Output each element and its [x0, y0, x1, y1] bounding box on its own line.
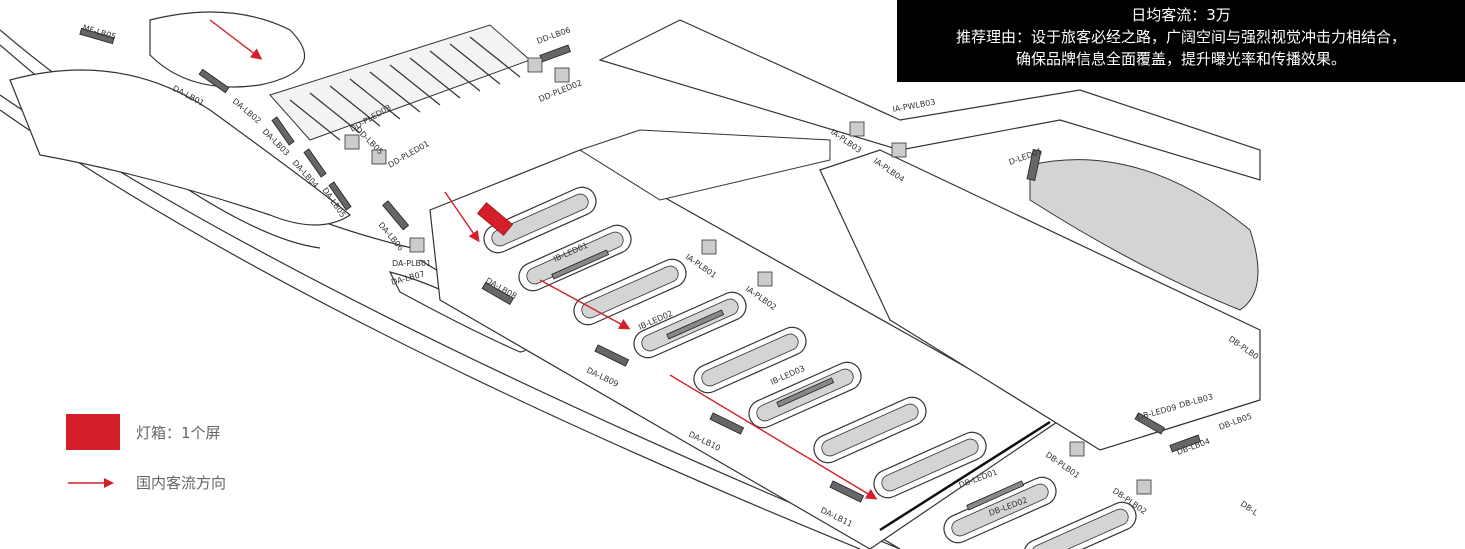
- gray-lens: [1029, 159, 1259, 311]
- label-dd-lb06: DD-LB06: [536, 25, 572, 46]
- led-bars: [551, 249, 1025, 511]
- right-block: [819, 149, 1261, 451]
- seating-area: [269, 24, 531, 141]
- label-db-lb05: DB-LB05: [1218, 412, 1254, 432]
- legend-flow: 国内客流方向: [66, 472, 226, 493]
- rack-rows: [483, 186, 1137, 549]
- legend-lightbox-swatch: [66, 414, 120, 450]
- upper-island: [149, 11, 306, 88]
- highlighted-lightbox: [476, 202, 514, 236]
- legend-arrow-icon: [68, 477, 114, 488]
- upper-right-corridor: [598, 19, 1261, 181]
- reason-text-line1: 推荐理由：设于旅客必经之路，广阔空间与强烈视觉冲击力相结合，: [955, 28, 1406, 46]
- label-db-cut: DB-L: [1239, 499, 1260, 518]
- flow-arrows: [209, 19, 878, 500]
- daily-flow-text: 日均客流：3万: [1131, 6, 1231, 24]
- label-dd-pled01: DD-PLED01: [387, 139, 431, 170]
- label-ia-pwlb03: IA-PWLB03: [892, 98, 936, 114]
- label-da-lb02: DA-LB02: [231, 97, 263, 126]
- legend-flow-label: 国内客流方向: [136, 474, 227, 492]
- legend-lightbox-label: 灯箱：1个屏: [136, 423, 221, 442]
- label-da-plb01: DA-PLB01: [392, 259, 431, 268]
- lightbox-markers: [79, 27, 1201, 503]
- legend-lightbox: 灯箱：1个屏: [66, 414, 221, 450]
- zone-divider: [879, 420, 1051, 532]
- hall-upper-block: [578, 129, 831, 201]
- pillar-cubes: [344, 57, 1152, 495]
- info-box: 日均客流：3万 推荐理由：设于旅客必经之路，广阔空间与强烈视觉冲击力相结合， 确…: [897, 0, 1465, 82]
- reason-text-line2: 确保品牌信息全面覆盖，提升曝光率和传播效果。: [1015, 50, 1346, 68]
- left-island: [9, 69, 352, 226]
